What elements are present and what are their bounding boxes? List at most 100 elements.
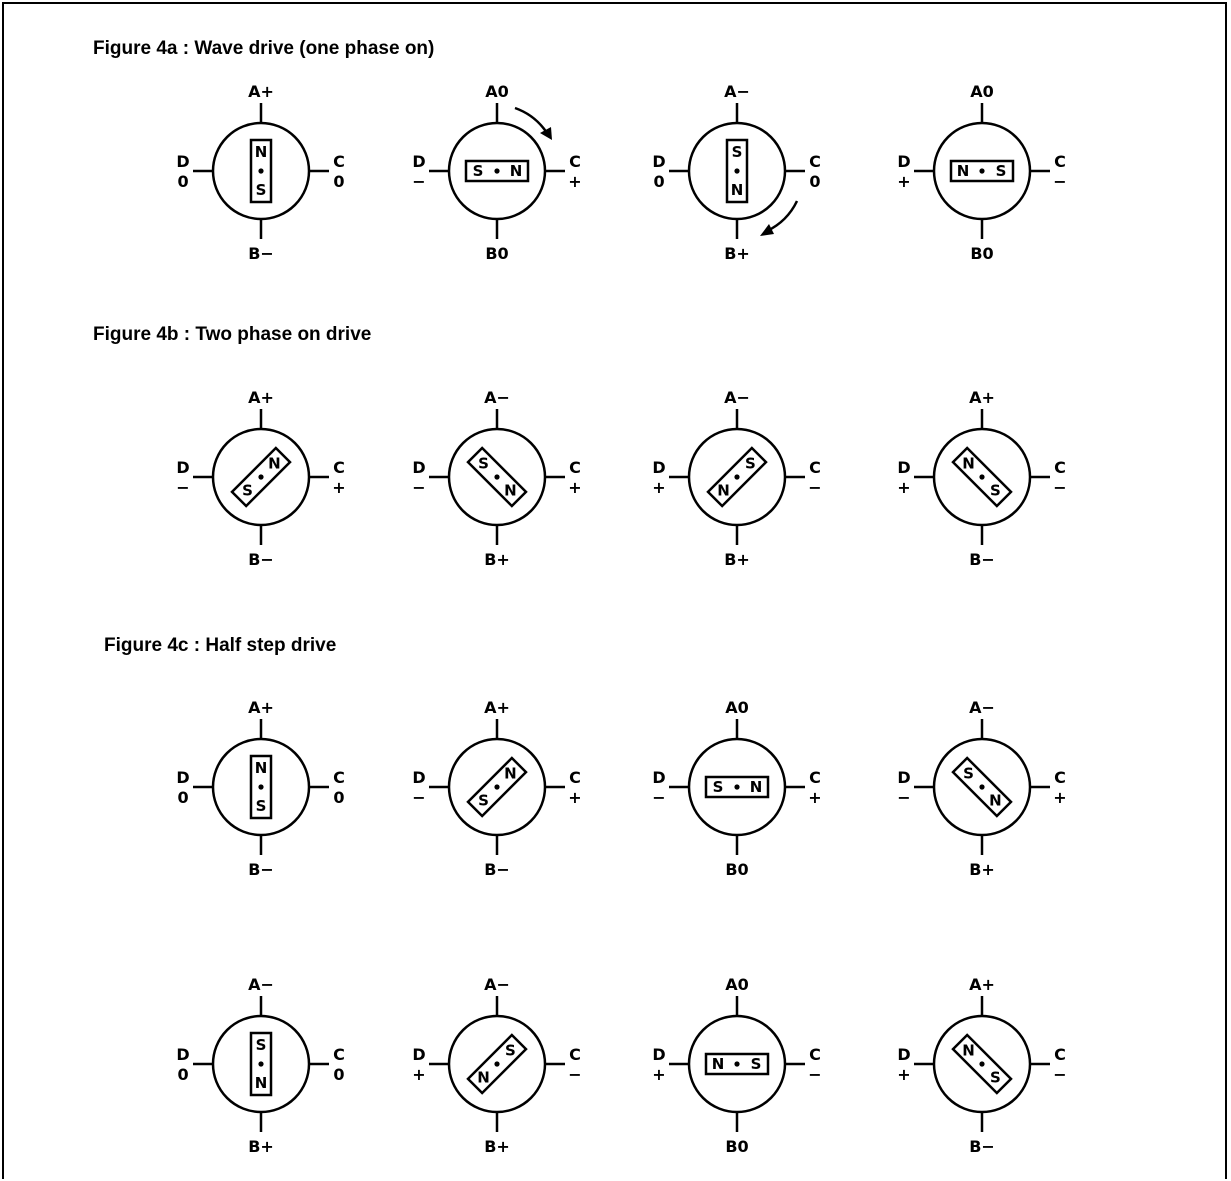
figure-4a-title: Figure 4a : Wave drive (one phase on) xyxy=(93,38,435,59)
terminal-a-label: A− xyxy=(724,82,750,101)
terminal-a-label: A+ xyxy=(969,975,995,994)
terminal-a-label: A0 xyxy=(485,82,509,101)
rotor-pole-right: N xyxy=(731,181,744,199)
terminal-d-label: D xyxy=(412,768,425,787)
terminal-b-label: B− xyxy=(248,550,274,569)
rotor-magnet: NS xyxy=(249,138,273,204)
rotor-pivot xyxy=(258,474,264,480)
terminal-a-label: A0 xyxy=(970,82,994,101)
terminal-b-label: B+ xyxy=(248,1137,274,1156)
rotor-pole-right: N xyxy=(989,791,1002,809)
terminal-c-label: C xyxy=(569,458,581,477)
rotor-pivot xyxy=(979,474,985,480)
terminal-c-label: C xyxy=(333,768,345,787)
rotor-pole-right: S xyxy=(990,1068,1001,1086)
terminal-d-state: + xyxy=(652,1065,665,1084)
terminal-d-label: D xyxy=(176,458,189,477)
terminal-d-state: + xyxy=(652,478,665,497)
rotor-pole-left: N xyxy=(255,759,268,777)
terminal-d-state: 0 xyxy=(177,1065,188,1084)
rotor-pivot xyxy=(494,474,500,480)
terminal-b-label: B+ xyxy=(484,1137,510,1156)
terminal-a-label: A+ xyxy=(969,388,995,407)
rotor-magnet: NS xyxy=(706,446,768,508)
terminal-c-state: − xyxy=(1053,478,1066,497)
terminal-c-label: C xyxy=(809,152,821,171)
terminal-d-state: + xyxy=(897,172,910,191)
rotor-pivot xyxy=(734,168,740,174)
rotor-magnet: NS xyxy=(466,1033,528,1095)
rotor-pole-left: S xyxy=(478,455,489,473)
terminal-c-label: C xyxy=(569,1045,581,1064)
stepper-motor-diagram: A−B+C−D+NS xyxy=(652,388,821,569)
terminal-d-label: D xyxy=(652,768,665,787)
rotor-pole-right: S xyxy=(751,1055,762,1073)
terminal-d-state: − xyxy=(412,172,425,191)
terminal-b-label: B0 xyxy=(725,1137,748,1156)
terminal-a-label: A− xyxy=(969,698,995,717)
terminal-c-state: − xyxy=(1053,1065,1066,1084)
terminal-c-state: + xyxy=(568,788,581,807)
rotor-pivot xyxy=(258,784,264,790)
terminal-d-state: − xyxy=(412,478,425,497)
rotor-pole-right: S xyxy=(256,797,267,815)
terminal-c-state: 0 xyxy=(333,172,344,191)
rotor-pole-left: N xyxy=(957,162,970,180)
rotor-pole-left: S xyxy=(713,778,724,796)
terminal-b-label: B0 xyxy=(725,860,748,879)
terminal-d-state: − xyxy=(897,788,910,807)
terminal-c-state: + xyxy=(332,478,345,497)
terminal-b-label: B− xyxy=(969,550,995,569)
rotor-pole-left: S xyxy=(256,1036,267,1054)
rotor-pole-left: N xyxy=(962,1042,975,1060)
terminal-a-label: A− xyxy=(484,975,510,994)
figure-4c-title: Figure 4c : Half step drive xyxy=(104,635,337,656)
rotor-pivot xyxy=(979,1061,985,1067)
rotor-magnet: SN xyxy=(725,138,749,204)
rotor-pivot xyxy=(258,168,264,174)
terminal-a-label: A+ xyxy=(248,82,274,101)
stepper-motor-diagram: A+B−C+D−SN xyxy=(412,698,581,879)
terminal-d-state: + xyxy=(897,1065,910,1084)
rotor-pole-left: N xyxy=(255,143,268,161)
terminal-b-label: B0 xyxy=(970,244,993,263)
terminal-a-label: A+ xyxy=(248,698,274,717)
stepper-motor-diagram: A+B−C−D+NS xyxy=(897,975,1066,1156)
terminal-c-state: 0 xyxy=(333,788,344,807)
terminal-c-state: + xyxy=(1053,788,1066,807)
rotor-pole-right: N xyxy=(510,162,523,180)
rotor-pivot xyxy=(734,474,740,480)
rotor-pivot xyxy=(494,1061,500,1067)
rotor-pivot xyxy=(258,1061,264,1067)
rotor-magnet: NS xyxy=(249,754,273,820)
terminal-b-label: B0 xyxy=(485,244,508,263)
rotor-magnet: SN xyxy=(249,1031,273,1097)
terminal-b-label: B− xyxy=(969,1137,995,1156)
rotor-pivot xyxy=(494,168,500,174)
terminal-d-state: 0 xyxy=(653,172,664,191)
terminal-c-label: C xyxy=(333,152,345,171)
rotor-pole-right: S xyxy=(505,1042,516,1060)
terminal-d-label: D xyxy=(412,1045,425,1064)
rotor-pole-right: S xyxy=(996,162,1007,180)
terminal-c-state: 0 xyxy=(333,1065,344,1084)
terminal-a-label: A+ xyxy=(484,698,510,717)
terminal-c-label: C xyxy=(809,768,821,787)
terminal-d-state: − xyxy=(652,788,665,807)
terminal-c-state: + xyxy=(808,788,821,807)
rotor-pole-left: N xyxy=(712,1055,725,1073)
terminal-b-label: B− xyxy=(248,244,274,263)
rotor-pivot xyxy=(979,784,985,790)
rotor-pole-right: N xyxy=(504,765,517,783)
terminal-d-state: − xyxy=(176,478,189,497)
terminal-d-state: − xyxy=(412,788,425,807)
terminal-c-label: C xyxy=(333,1045,345,1064)
